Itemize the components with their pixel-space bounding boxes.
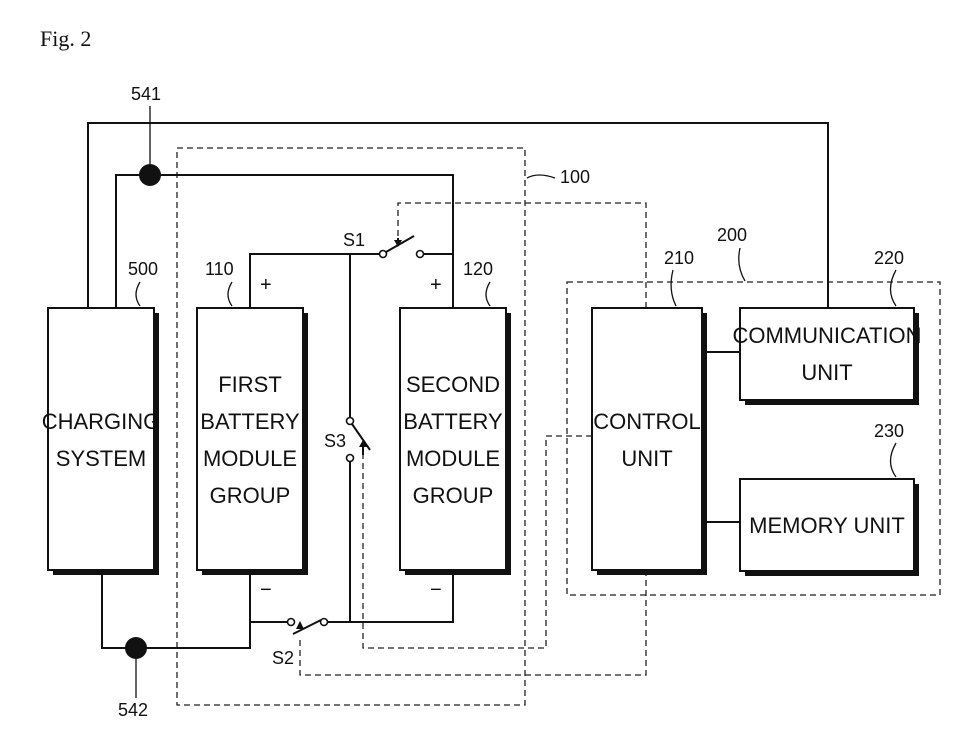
memory-unit-label: MEMORY UNIT <box>749 513 905 538</box>
ref-100: 100 <box>560 167 590 187</box>
first-battery-line-1: FIRST <box>218 372 282 397</box>
control-unit-line-2: UNIT <box>621 446 672 471</box>
second-battery-line-2: BATTERY <box>403 409 503 434</box>
ref-500: 500 <box>128 259 158 279</box>
switch-s2 <box>288 619 328 635</box>
ref-542: 542 <box>118 700 148 720</box>
ref-230: 230 <box>874 421 904 441</box>
switch-s2-label: S2 <box>272 648 294 668</box>
node-541 <box>139 164 161 186</box>
figure-title: Fig. 2 <box>40 26 91 51</box>
switch-s3-label: S3 <box>324 431 346 451</box>
ref-110: 110 <box>205 259 234 279</box>
second-battery-line-3: MODULE <box>406 446 500 471</box>
first-battery-line-2: BATTERY <box>200 409 300 434</box>
ref-210: 210 <box>664 248 694 268</box>
communication-unit-block: COMMUNICATION UNIT <box>732 308 921 405</box>
second-battery-block: SECOND BATTERY MODULE GROUP <box>400 308 511 575</box>
memory-unit-block: MEMORY UNIT <box>740 479 919 576</box>
ref-200: 200 <box>717 225 747 245</box>
second-battery-line-1: SECOND <box>406 372 500 397</box>
ref-120: 120 <box>463 259 493 279</box>
control-unit-line-1: CONTROL <box>593 409 701 434</box>
switch-s3 <box>347 418 371 462</box>
communication-unit-line-1: COMMUNICATION <box>732 323 921 348</box>
first-battery-plus: + <box>260 274 272 296</box>
control-unit-block: CONTROL UNIT <box>592 308 707 575</box>
switch-s1-label: S1 <box>343 230 365 250</box>
first-battery-minus: − <box>260 579 272 601</box>
communication-unit-line-2: UNIT <box>801 360 852 385</box>
second-battery-minus: − <box>430 579 442 601</box>
charging-system-block: CHARGING SYSTEM <box>42 308 161 575</box>
switch-s1 <box>380 236 424 258</box>
charging-system-line-2: SYSTEM <box>56 446 146 471</box>
second-battery-plus: + <box>430 274 442 296</box>
first-battery-block: FIRST BATTERY MODULE GROUP <box>197 308 308 575</box>
second-battery-line-4: GROUP <box>413 483 494 508</box>
first-battery-line-3: MODULE <box>203 446 297 471</box>
node-542 <box>125 637 147 659</box>
ref-220: 220 <box>874 248 904 268</box>
charging-system-line-1: CHARGING <box>42 409 161 434</box>
ref-541: 541 <box>131 84 161 104</box>
first-battery-line-4: GROUP <box>210 483 291 508</box>
